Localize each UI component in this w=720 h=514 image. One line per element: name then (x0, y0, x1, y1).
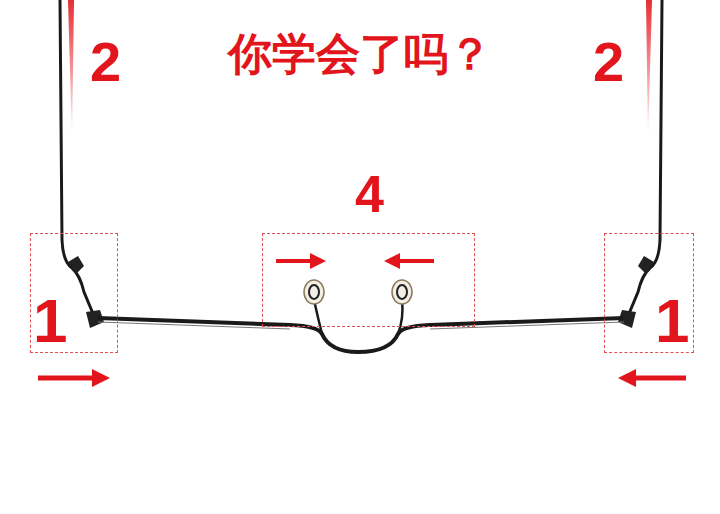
nose-pad (392, 280, 412, 304)
frame-bar (98, 318, 624, 352)
direction-arrows (38, 253, 686, 387)
dashed-region: 4 (262, 233, 475, 327)
left-temple (60, 0, 94, 316)
frame-highlight (430, 322, 624, 329)
callout-number: 2 (90, 34, 121, 90)
red-accent (646, 0, 652, 140)
callout-number: 1 (33, 290, 67, 352)
right-hinge (638, 256, 654, 274)
right-temple (628, 0, 662, 316)
pad-arm (314, 300, 322, 334)
pad-arm (398, 300, 403, 334)
red-accent (68, 0, 74, 140)
dashed-region: 1 (604, 233, 694, 353)
nose-pad-clip (309, 285, 319, 299)
left-hinge (68, 256, 84, 274)
callout-number: 4 (355, 168, 384, 220)
nose-pad-clip (397, 285, 407, 299)
dashed-region: 1 (30, 233, 118, 353)
title: 你学会了吗？ (228, 32, 492, 76)
nose-pad (304, 280, 324, 304)
callout-number: 1 (655, 290, 689, 352)
callout-number: 2 (593, 34, 624, 90)
